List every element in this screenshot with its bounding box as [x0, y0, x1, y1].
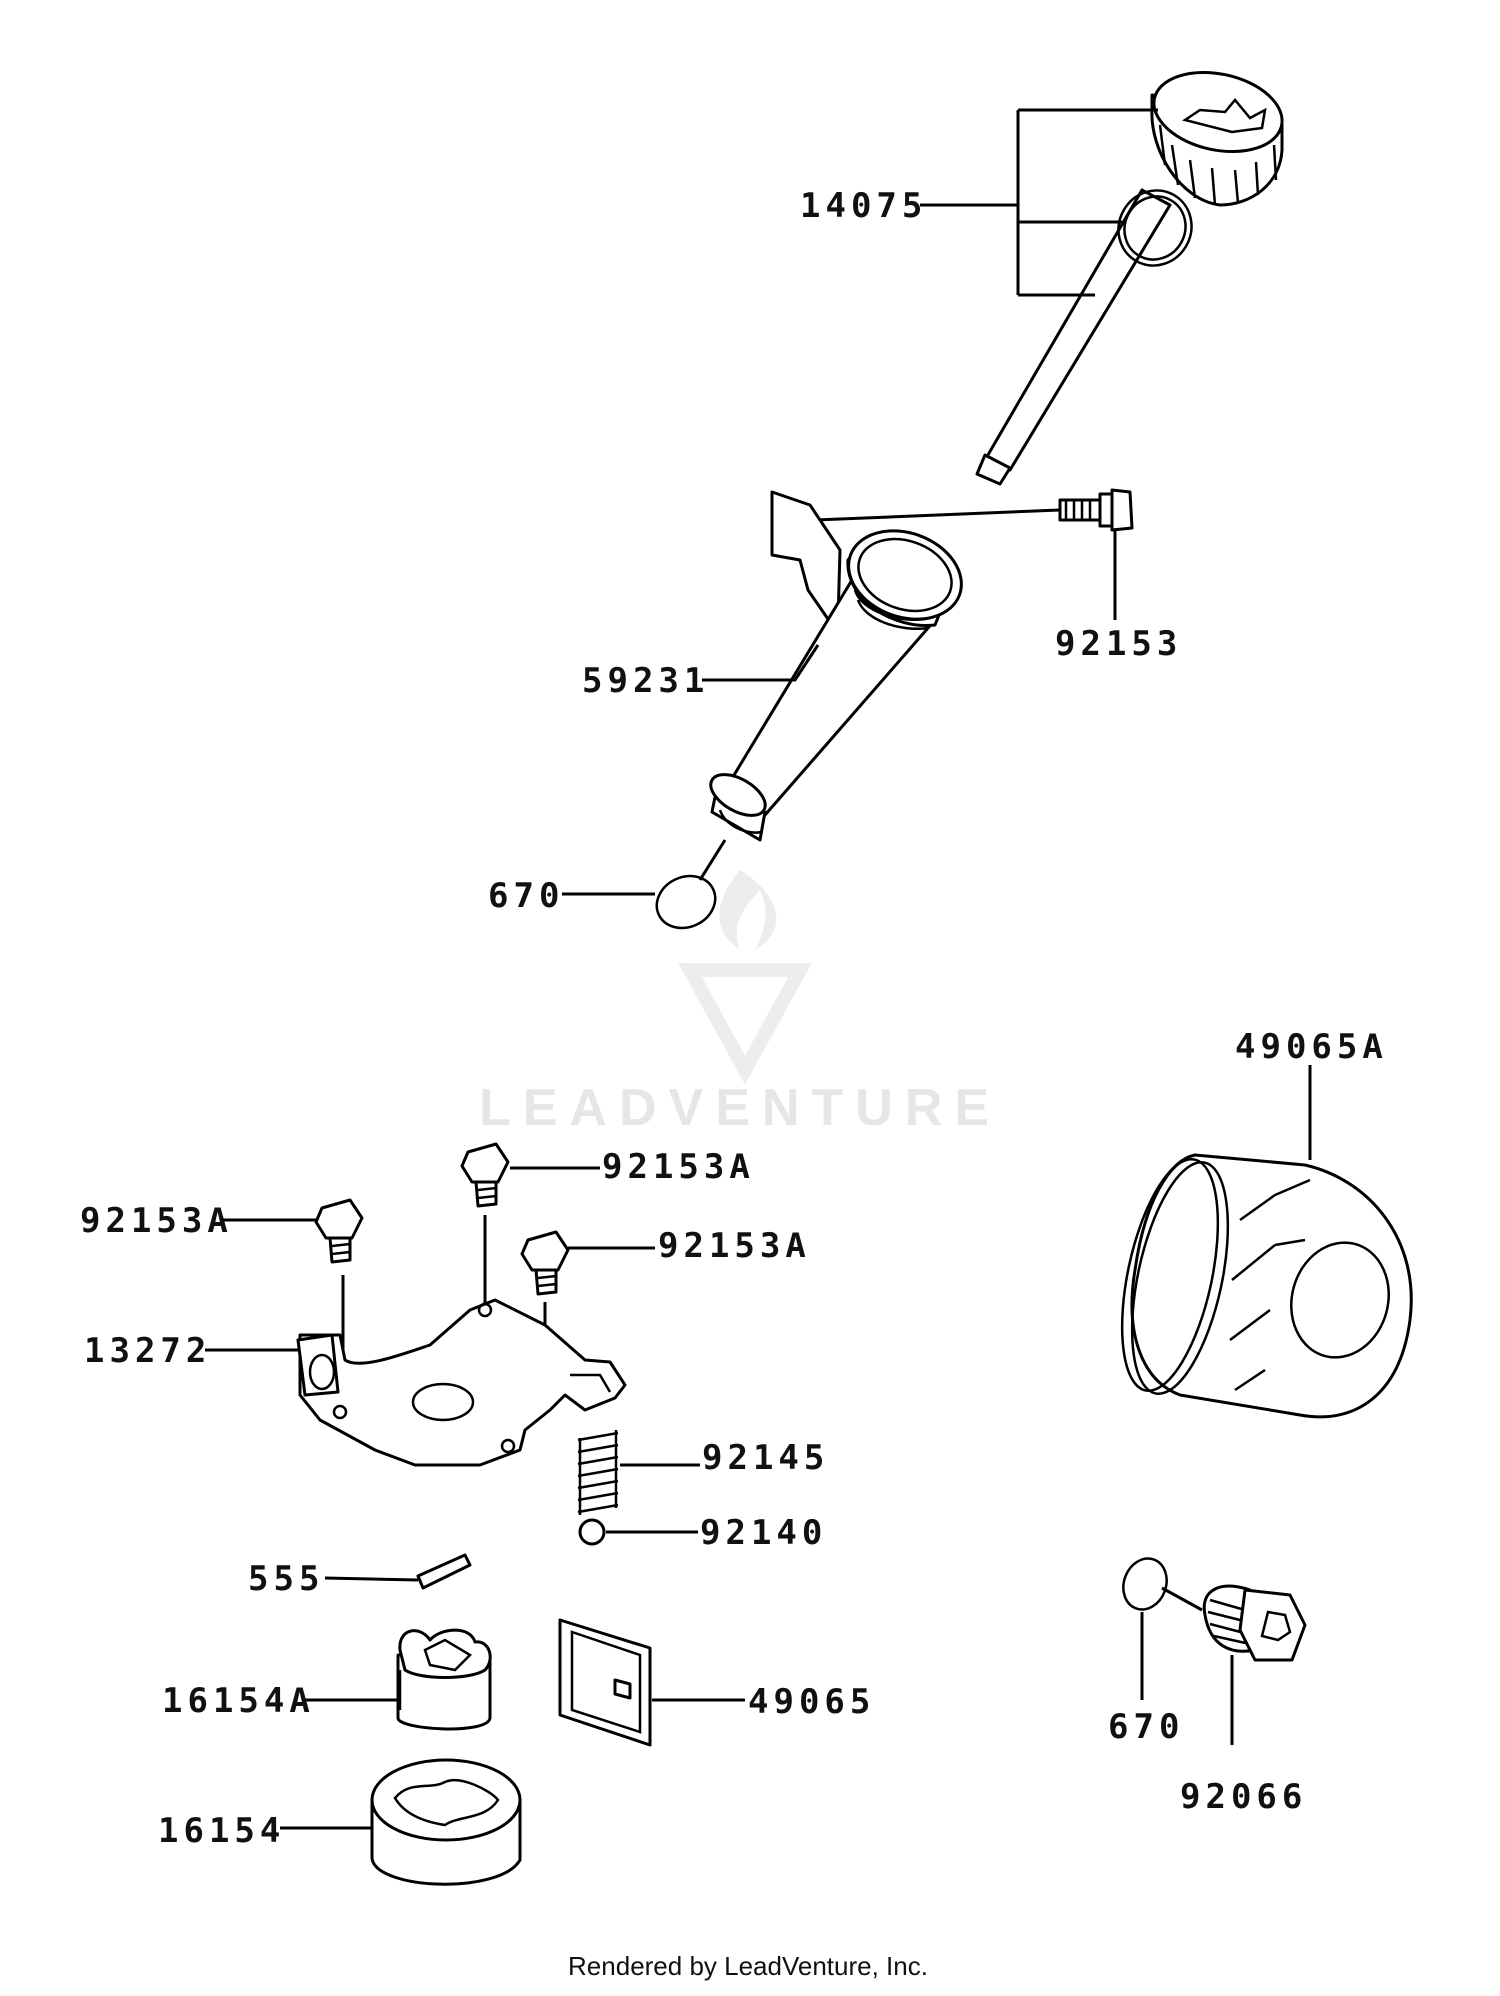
part-92153a-left-bolt[interactable] — [314, 1198, 364, 1264]
watermark-text: LEADVENTURE — [479, 1079, 1001, 1137]
part-555-pin[interactable] — [416, 1553, 472, 1590]
part-49065a-oil-filter[interactable] — [1104, 1151, 1413, 1419]
part-92153-bolt[interactable] — [1058, 488, 1134, 532]
part-49065-screen[interactable] — [558, 1618, 652, 1747]
label-59231[interactable]: 59231 — [582, 661, 709, 701]
footer-credit: Rendered by LeadVenture, Inc. — [568, 1951, 928, 1981]
part-16154-outer-rotor[interactable] — [370, 1758, 522, 1886]
label-92066[interactable]: 92066 — [1180, 1777, 1307, 1817]
part-92153a-top-bolt[interactable] — [460, 1142, 510, 1208]
label-13272[interactable]: 13272 — [84, 1331, 211, 1371]
label-555[interactable]: 555 — [248, 1559, 324, 1599]
label-92140[interactable]: 92140 — [700, 1513, 827, 1553]
part-670-lower-oring[interactable] — [1116, 1552, 1173, 1615]
label-92153[interactable]: 92153 — [1055, 624, 1182, 664]
label-16154a[interactable]: 16154A — [162, 1681, 315, 1721]
part-16154a-inner-rotor[interactable] — [396, 1628, 492, 1731]
part-92140-ball[interactable] — [578, 1518, 606, 1546]
part-92145-spring[interactable] — [577, 1430, 619, 1515]
part-92153a-right-bolt[interactable] — [520, 1230, 570, 1296]
label-92145[interactable]: 92145 — [702, 1438, 829, 1478]
label-670-upper[interactable]: 670 — [488, 876, 564, 916]
label-92153a-right[interactable]: 92153A — [658, 1226, 811, 1266]
label-14075[interactable]: 14075 — [800, 186, 927, 226]
label-49065a[interactable]: 49065A — [1235, 1027, 1388, 1067]
part-92066-drain-plug[interactable] — [1202, 1584, 1307, 1662]
part-13272-plate[interactable] — [296, 1298, 627, 1467]
part-59231-filler-tube[interactable] — [704, 490, 974, 842]
label-670-lower[interactable]: 670 — [1108, 1707, 1184, 1747]
label-92153a-top[interactable]: 92153A — [602, 1147, 755, 1187]
part-14075-dipstick[interactable] — [975, 61, 1289, 486]
label-92153a-left[interactable]: 92153A — [80, 1201, 233, 1241]
label-16154[interactable]: 16154 — [158, 1811, 285, 1851]
label-49065[interactable]: 49065 — [748, 1682, 875, 1722]
part-670-upper-oring[interactable] — [648, 867, 724, 938]
watermark-logo — [678, 870, 812, 1085]
